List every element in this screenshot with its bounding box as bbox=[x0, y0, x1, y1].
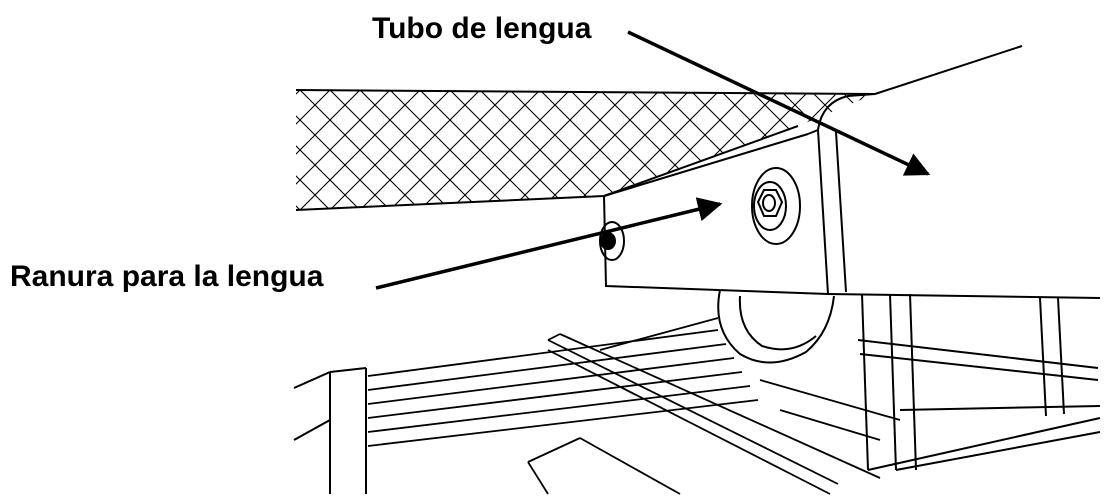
tongue-tube-label: Tubo de lengua bbox=[372, 12, 592, 45]
tongue-slot-arrow bbox=[375, 197, 723, 290]
large-bolt bbox=[751, 167, 801, 245]
tongue-tube bbox=[807, 45, 1023, 295]
crosshatched-beam bbox=[295, 89, 876, 211]
rail-tracks bbox=[367, 317, 901, 495]
tongue-slot-label: Ranura para la lengua bbox=[10, 260, 324, 293]
support-frame bbox=[857, 293, 1101, 471]
left-post bbox=[293, 367, 367, 494]
wheel bbox=[717, 289, 835, 364]
tongue-tube-arrow bbox=[627, 30, 931, 176]
